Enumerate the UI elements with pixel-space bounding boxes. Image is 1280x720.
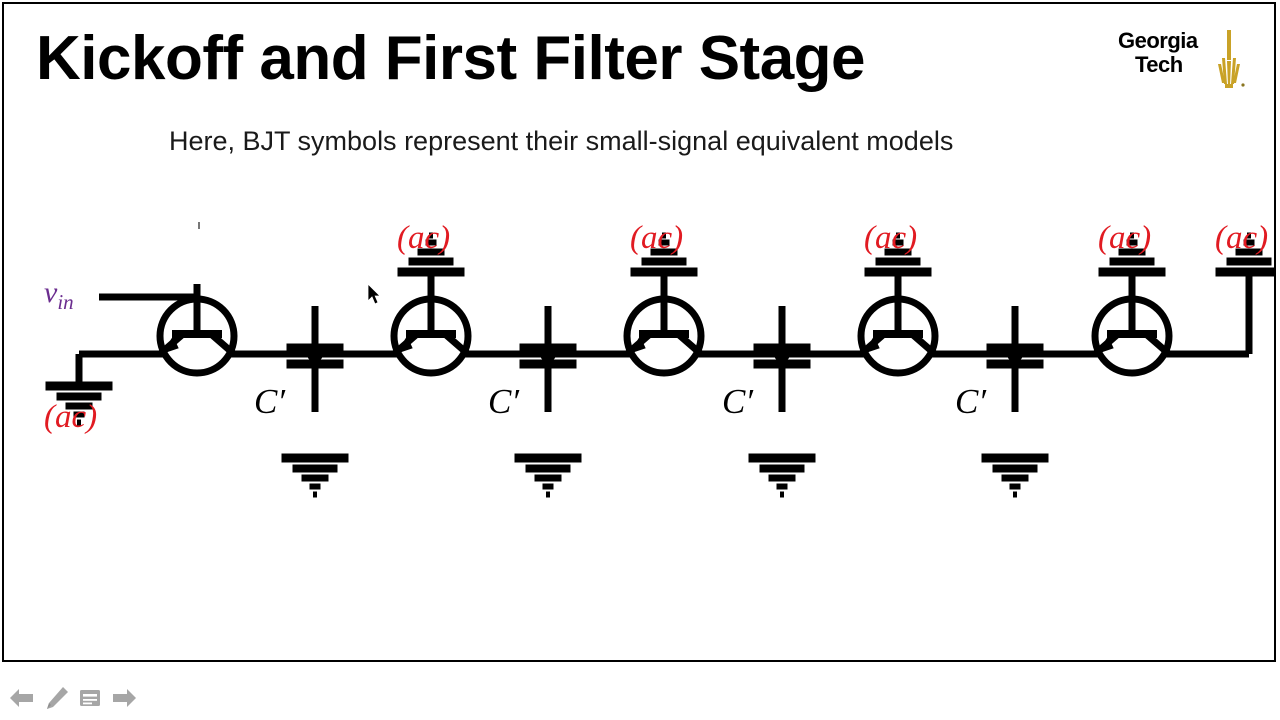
circuit-diagram [45, 232, 1274, 498]
ac-ground-label-q4: (ac) [864, 220, 918, 256]
stray-ink-mark [198, 222, 200, 229]
page-subtitle: Here, BJT symbols represent their small-… [169, 126, 954, 156]
pen-annotate-icon[interactable] [42, 684, 70, 712]
ac-ground-label-q5: (ac) [1098, 220, 1152, 256]
previous-slide-icon[interactable] [8, 684, 36, 712]
ac-ground-label-q3: (ac) [630, 220, 684, 256]
logo-line-tech: Tech [1135, 52, 1183, 77]
ac-ground-label-output: (ac) [1215, 220, 1269, 256]
logo-line-georgia: Georgia [1118, 28, 1198, 53]
capacitor-label-c3: C′ [722, 382, 754, 421]
ac-ground-label-input: (ac) [44, 399, 98, 435]
input-signal-label: vin [44, 276, 74, 314]
georgia-tech-logo: Georgia Tech [1118, 28, 1248, 90]
transistor-q5 [1072, 284, 1192, 373]
capacitor-label-c4: C′ [955, 382, 987, 421]
slide-frame: Kickoff and First Filter Stage Here, BJT… [2, 2, 1276, 662]
transistor-q3 [604, 284, 724, 373]
transistor-q2 [371, 284, 491, 373]
transistor-q4 [838, 284, 958, 373]
ac-ground-label-q2: (ac) [397, 220, 451, 256]
notes-icon[interactable] [76, 684, 104, 712]
next-slide-icon[interactable] [110, 684, 138, 712]
capacitor-label-c2: C′ [488, 382, 520, 421]
presentation-toolbar [8, 684, 138, 712]
capacitor-label-c1: C′ [254, 382, 286, 421]
page-title: Kickoff and First Filter Stage [36, 24, 866, 93]
gt-tower-icon [1218, 30, 1245, 88]
